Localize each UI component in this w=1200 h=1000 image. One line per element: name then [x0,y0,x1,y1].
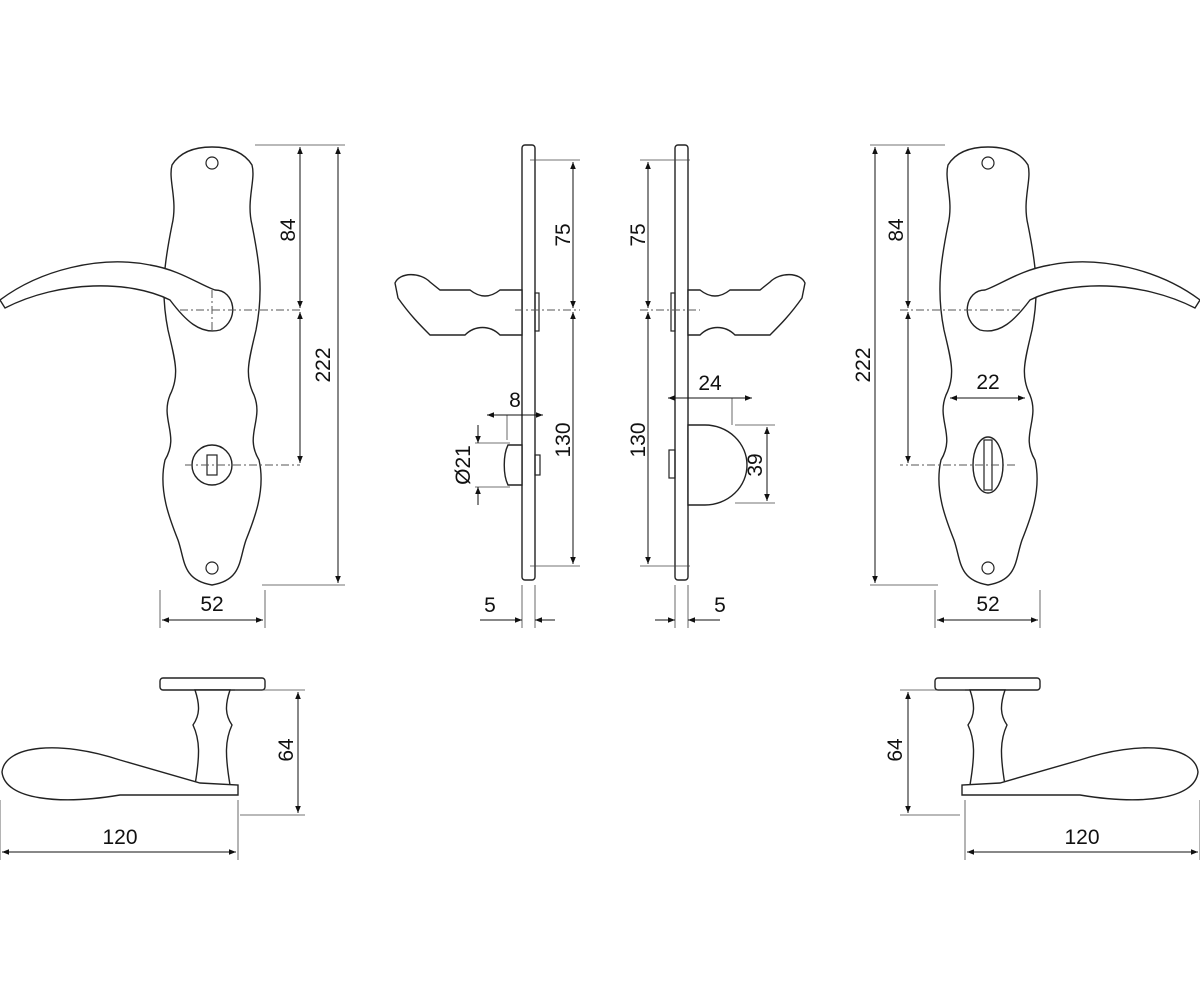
dim-label: 75 [552,223,575,246]
dim-label: 84 [885,218,908,242]
backplate-profile [674,144,689,581]
lever-profile [394,273,523,336]
dim-label: 84 [277,218,300,242]
dim-label: 22 [976,371,999,394]
dim-label: 222 [312,347,335,382]
emergency-release [687,424,748,506]
dim-label: 120 [1064,826,1099,849]
screw-hole [205,561,219,575]
dim-label: 52 [200,593,223,616]
dim-label: 24 [698,372,722,395]
dim-label: 130 [552,422,575,457]
dim-label: 222 [852,347,875,382]
top-view-right [900,677,1200,860]
dim-label: 64 [884,738,907,762]
dim-label: Ø21 [452,445,475,485]
lever-grip [1,747,239,801]
screw-hole [205,156,219,170]
lever-profile [687,273,806,336]
thumb-turn [503,444,523,486]
side-view-right: 75 130 24 39 5 [627,144,806,628]
side-view-left: 75 130 8 Ø21 5 [394,144,580,628]
lever-handle [0,261,234,332]
dim-label: 39 [744,453,767,476]
front-view-left: 84 222 52 [0,144,345,628]
top-view-left: 64 120 [0,677,305,860]
dim-label: 5 [714,594,726,617]
backplate [162,146,262,586]
dim-label: 64 [275,738,298,762]
rose-profile [159,677,266,691]
backplate-profile [521,144,536,581]
dim-label: 75 [627,223,650,246]
dim-label: 120 [102,826,137,849]
dim-label: 8 [509,389,521,412]
dim-label: 5 [484,594,496,617]
dim-label: 130 [627,422,650,457]
front-view-right [870,144,1200,628]
dim-label: 52 [976,593,999,616]
